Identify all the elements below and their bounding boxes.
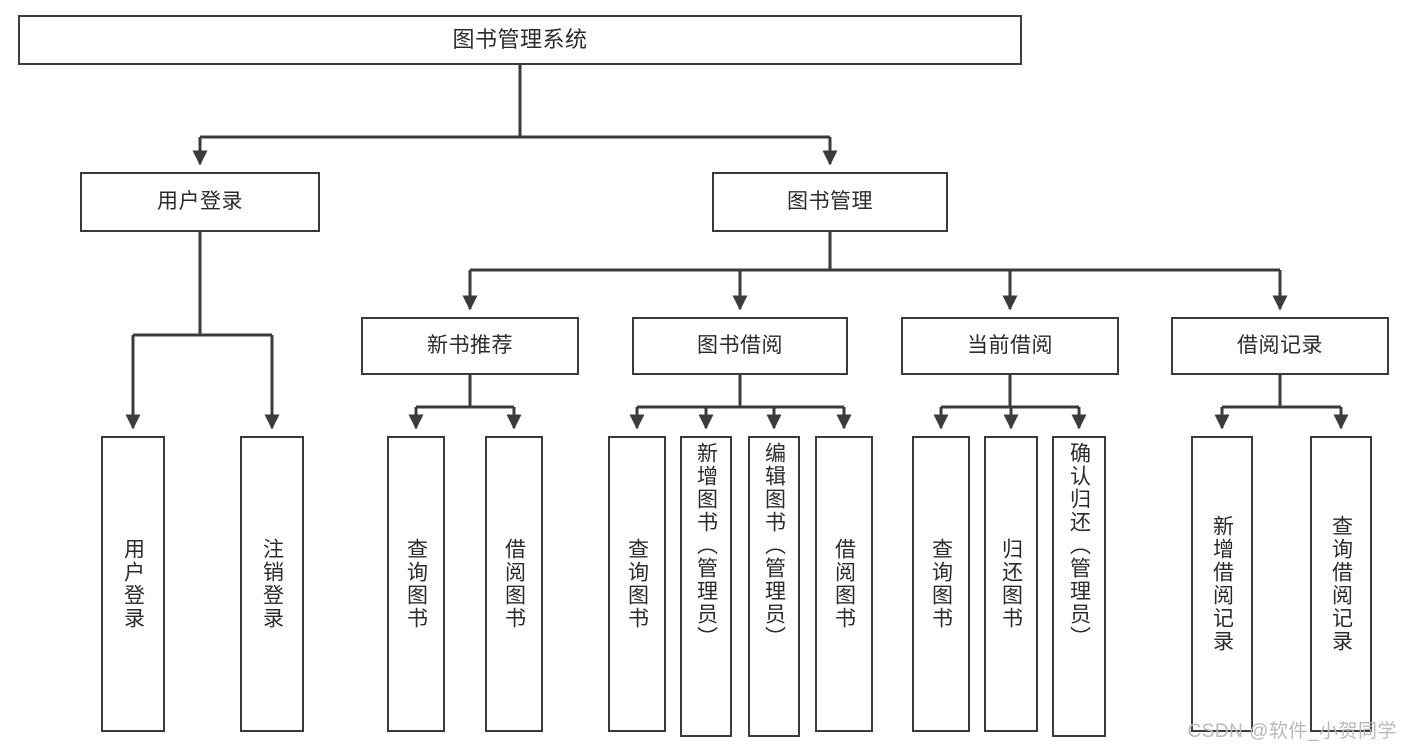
- node-label: 图书管理系统: [452, 26, 588, 52]
- leaf-node-add-book-admin[interactable]: 新增图书（管理员）: [680, 436, 732, 737]
- leaf-label: 新增图书（管理员）: [694, 442, 718, 649]
- node-label: 用户登录: [157, 190, 243, 214]
- node-label: 图书管理: [787, 190, 873, 214]
- leaf-node-return-book[interactable]: 归还图书: [984, 436, 1038, 732]
- leaf-label: 编辑图书（管理员）: [762, 442, 786, 649]
- leaf-node-add-borrow-record[interactable]: 新增借阅记录: [1191, 436, 1253, 732]
- leaf-label: 查询图书: [404, 538, 428, 630]
- leaf-label: 查询图书: [929, 538, 953, 630]
- node-book-borrow[interactable]: 图书借阅: [632, 317, 848, 375]
- leaf-label: 查询借阅记录: [1329, 515, 1353, 653]
- leaf-node-query-books-current[interactable]: 查询图书: [912, 436, 970, 732]
- node-label: 借阅记录: [1237, 334, 1323, 358]
- node-book-management[interactable]: 图书管理: [712, 172, 948, 232]
- leaf-label: 归还图书: [999, 538, 1023, 630]
- leaf-node-confirm-return-admin[interactable]: 确认归还（管理员）: [1052, 436, 1106, 737]
- leaf-node-borrow-books-recommend[interactable]: 借阅图书: [485, 436, 543, 732]
- node-borrow-record[interactable]: 借阅记录: [1171, 317, 1389, 375]
- leaf-label: 用户登录: [121, 538, 145, 630]
- leaf-node-logout[interactable]: 注销登录: [240, 436, 304, 732]
- node-label: 新书推荐: [427, 334, 513, 358]
- leaf-node-borrow-book[interactable]: 借阅图书: [815, 436, 873, 732]
- leaf-label: 确认归还（管理员）: [1067, 442, 1091, 649]
- leaf-node-query-borrow-record[interactable]: 查询借阅记录: [1310, 436, 1372, 732]
- leaf-node-user-login[interactable]: 用户登录: [101, 436, 165, 732]
- leaf-label: 借阅图书: [832, 538, 856, 630]
- leaf-label: 注销登录: [260, 538, 284, 630]
- node-label: 图书借阅: [697, 334, 783, 358]
- leaf-label: 借阅图书: [502, 538, 526, 630]
- leaf-label: 查询图书: [625, 538, 649, 630]
- leaf-node-edit-book-admin[interactable]: 编辑图书（管理员）: [748, 436, 800, 737]
- node-new-book-recommend[interactable]: 新书推荐: [361, 317, 579, 375]
- leaf-node-query-books-borrow[interactable]: 查询图书: [608, 436, 666, 732]
- node-root-book-management-system[interactable]: 图书管理系统: [18, 15, 1022, 65]
- csdn-watermark: CSDN @软件_小贺同学: [1187, 721, 1397, 742]
- node-user-login[interactable]: 用户登录: [80, 172, 320, 232]
- node-current-borrow[interactable]: 当前借阅: [901, 317, 1119, 375]
- leaf-label: 新增借阅记录: [1210, 515, 1234, 653]
- leaf-node-query-books-recommend[interactable]: 查询图书: [387, 436, 445, 732]
- node-label: 当前借阅: [967, 334, 1053, 358]
